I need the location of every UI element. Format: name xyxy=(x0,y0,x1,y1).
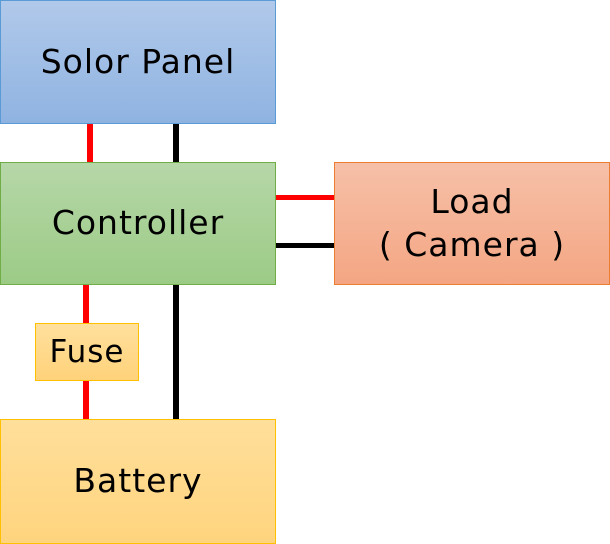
fuse-label: Fuse xyxy=(49,333,125,370)
solar-panel-node: Solor Panel xyxy=(0,0,276,124)
wire-controller-load-negative xyxy=(276,243,334,248)
solar-panel-label: Solor Panel xyxy=(40,41,236,81)
wire-controller-load-positive xyxy=(276,195,334,200)
battery-label: Battery xyxy=(73,461,203,501)
wire-fuse-battery-positive xyxy=(83,381,89,419)
wire-solar-controller-negative xyxy=(173,124,179,162)
load-label: Load xyxy=(430,181,514,221)
load-sublabel: ( Camera ) xyxy=(378,224,566,264)
wire-controller-battery-negative xyxy=(173,285,179,419)
fuse-node: Fuse xyxy=(35,323,139,381)
controller-label: Controller xyxy=(51,203,225,243)
controller-node: Controller xyxy=(0,162,276,285)
wire-controller-fuse-positive xyxy=(83,285,89,323)
load-node: Load ( Camera ) xyxy=(334,162,610,285)
battery-node: Battery xyxy=(0,419,276,544)
wire-solar-controller-positive xyxy=(87,124,93,162)
